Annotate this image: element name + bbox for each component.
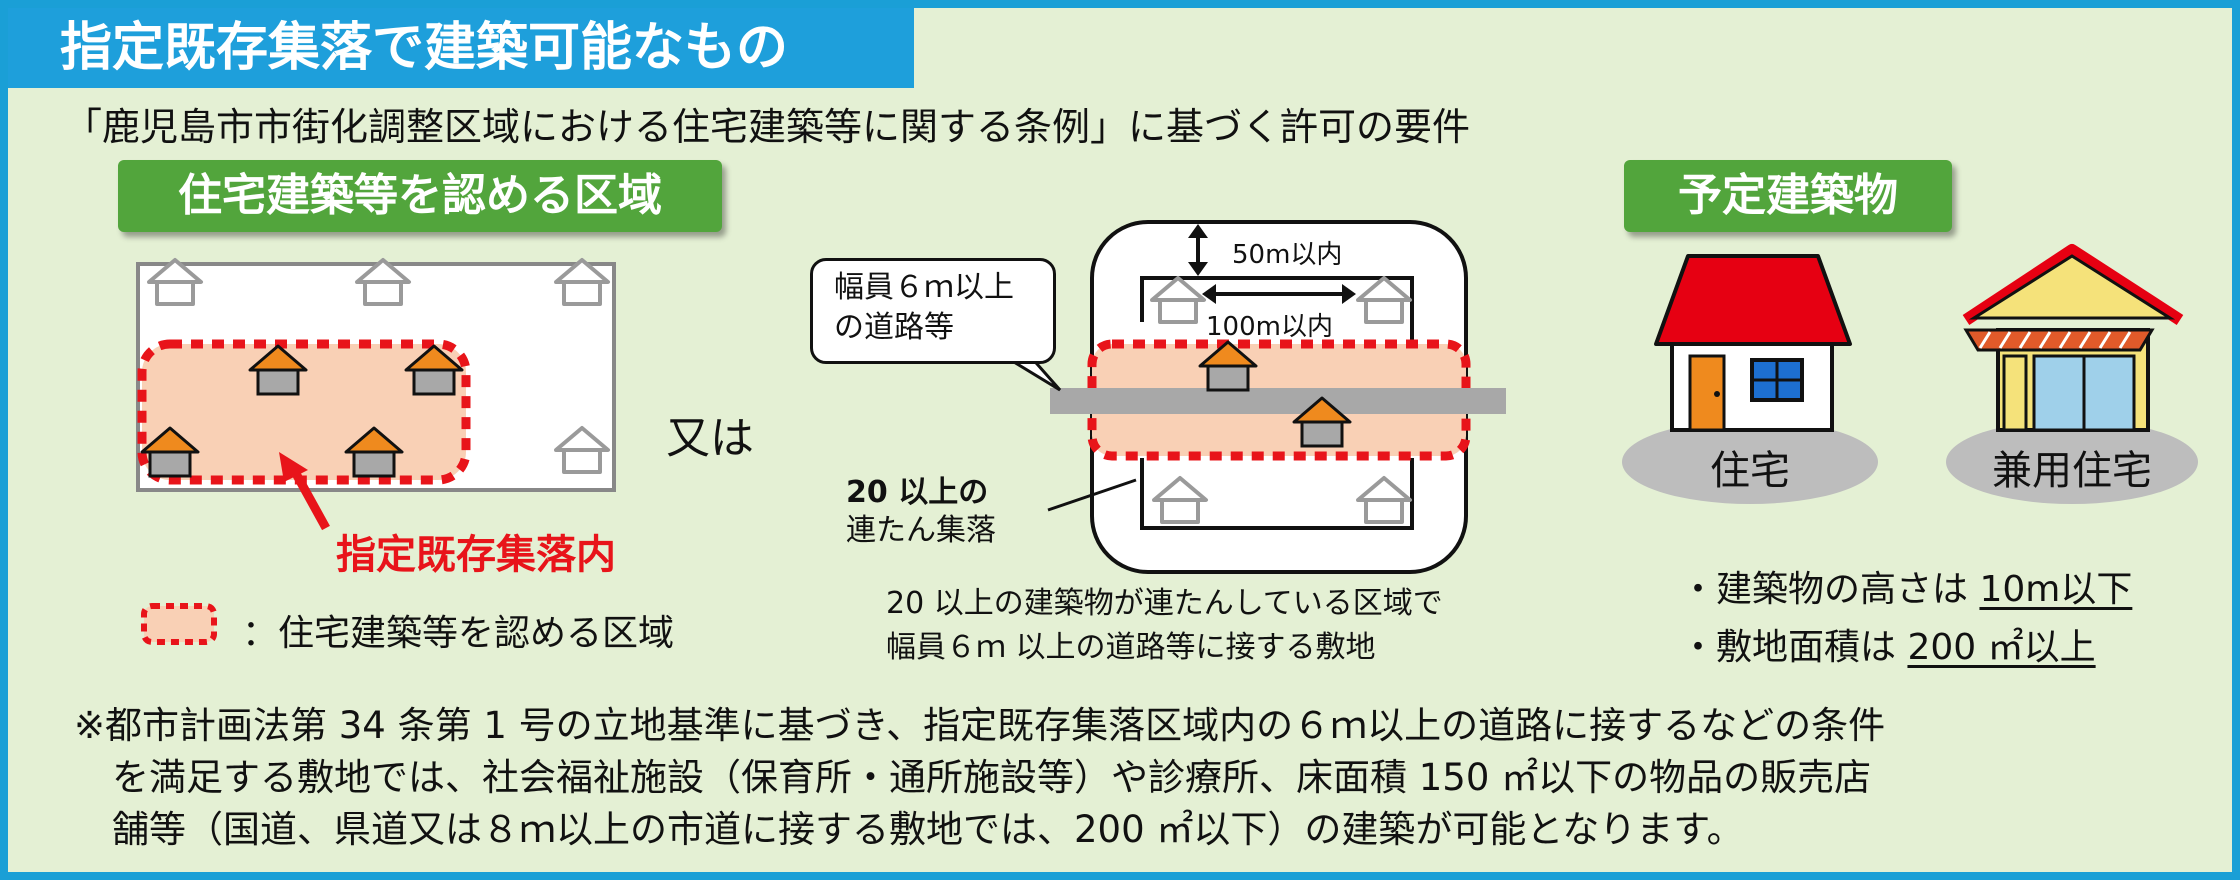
mixed-use-house-label: 兼用住宅 — [1992, 448, 2152, 494]
footnote-line: を満足する敷地では、社会福祉施設（保育所・通所施設等）や診療所、床面積 150 … — [112, 756, 1872, 799]
page-title: 指定既存集落で建築可能なもの — [60, 18, 789, 78]
road — [1050, 388, 1506, 414]
cluster-label-line: 20 以上の — [846, 475, 989, 510]
legend-label: ：住宅建築等を認める区域 — [242, 613, 675, 654]
cluster-label: 20 以上の 連たん集落 — [846, 474, 996, 550]
footnote: ※都市計画法第 34 条第 1 号の立地基準に基づき、指定既存集落区域内の６ｍ以… — [74, 700, 2174, 856]
settlement-label: 指定既存集落内 — [336, 532, 616, 578]
legend-swatch — [141, 603, 217, 645]
road-callout-text: 幅員６ｍ以上 の道路等 — [834, 268, 1014, 348]
distance-100m-label: 100m以内 — [1206, 312, 1333, 342]
title-bar — [8, 8, 914, 88]
road-callout-line: 幅員６ｍ以上 — [834, 270, 1014, 305]
caption-line: 20 以上の建築物が連たんしている区域で — [886, 586, 1443, 621]
area-requirement: ・敷地面積は 200 ㎡以上 — [1680, 618, 2096, 670]
area-heading: 住宅建築等を認める区域 — [118, 160, 722, 232]
mixed-use-house-icon — [1962, 244, 2184, 432]
road-callout-line: の道路等 — [834, 310, 954, 345]
requirement-value: 200 ㎡以上 — [1907, 627, 2096, 668]
height-requirement: ・建築物の高さは 10m以下 — [1680, 560, 2132, 612]
building-heading: 予定建築物 — [1624, 160, 1952, 232]
road-callout — [810, 258, 1056, 364]
subtitle: 「鹿児島市市街化調整区域における住宅建築等に関する条例」に基づく許可の要件 — [64, 105, 1471, 149]
distance-50m-label: 50m以内 — [1232, 240, 1343, 270]
left-area-diagram — [136, 258, 616, 645]
requirement-text: ・敷地面積は — [1680, 627, 1908, 668]
middle-road-diagram — [998, 220, 1506, 574]
requirement-value: 10m以下 — [1979, 569, 2133, 610]
or-label: 又は — [666, 413, 754, 464]
footnote-line: ※都市計画法第 34 条第 1 号の立地基準に基づき、指定既存集落区域内の６ｍ以… — [74, 704, 1886, 747]
caption-line: 幅員６ｍ 以上の道路等に接する敷地 — [886, 630, 1376, 665]
road-caption: 20 以上の建築物が連たんしている区域で 幅員６ｍ 以上の道路等に接する敷地 — [886, 582, 1443, 670]
footnote-line: 舗等（国道、県道又は８ｍ以上の市道に接する敷地では、200 ㎡以下）の建築が可能… — [112, 808, 1744, 851]
house-label: 住宅 — [1710, 448, 1790, 494]
red-arrow-icon — [290, 467, 330, 531]
requirement-text: ・建築物の高さは — [1680, 569, 1980, 610]
cluster-label-line: 連たん集落 — [846, 513, 996, 548]
right-buildings — [1622, 244, 2198, 504]
house-icon — [1654, 254, 1852, 432]
